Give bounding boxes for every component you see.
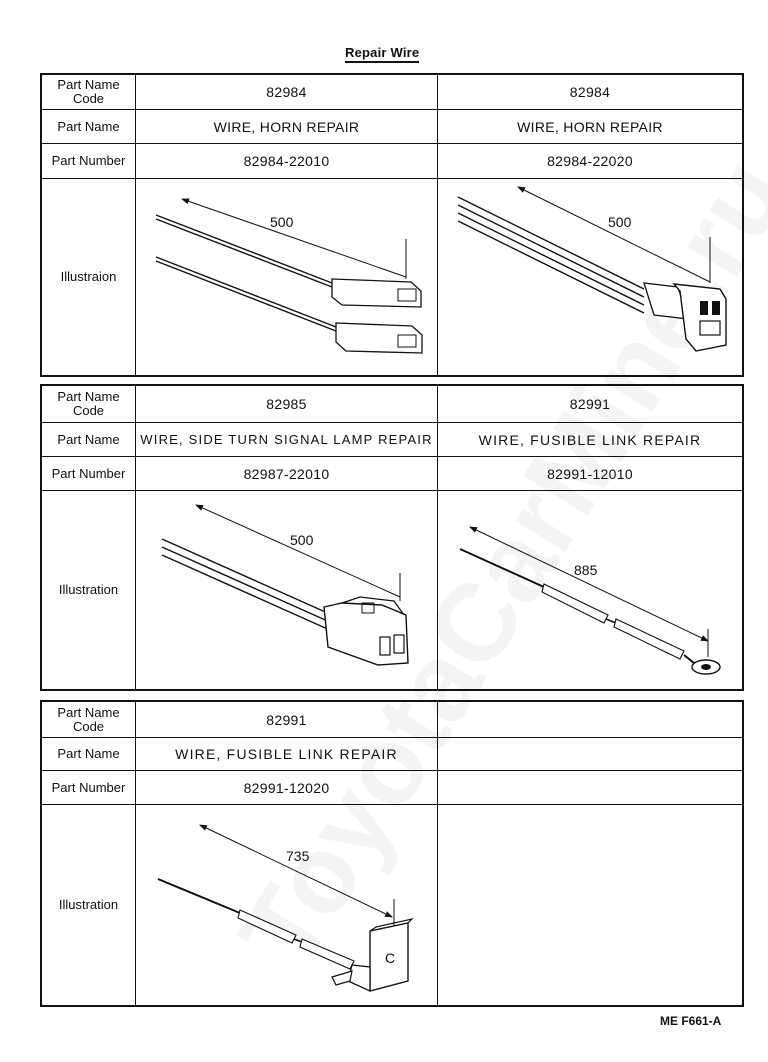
length-label: 500	[290, 532, 314, 548]
length-label: 735	[286, 848, 310, 864]
part-code: 82985	[136, 386, 438, 422]
part-number: 82991-12020	[136, 771, 438, 804]
terminal-mark: C	[385, 950, 395, 966]
empty-cell	[438, 702, 742, 737]
part-name: WIRE, HORN REPAIR	[136, 110, 438, 143]
illustration-label: Illustration	[42, 491, 136, 689]
illustration-row: Illustration 500	[42, 490, 742, 689]
name-row: Part Name WIRE, SIDE TURN SIGNAL LAMP RE…	[42, 422, 742, 456]
code-label: Part Name Code	[42, 75, 136, 109]
code-row: Part Name Code 82991	[42, 702, 742, 737]
length-label: 500	[608, 214, 632, 230]
part-name: WIRE, HORN REPAIR	[517, 118, 663, 135]
empty-cell	[438, 805, 742, 1005]
part-number: 82984-22020	[547, 153, 633, 169]
part-name: WIRE, SIDE TURN SIGNAL LAMP REPAIR	[136, 423, 438, 456]
side-turn-signal-wire-illustration: 500	[136, 491, 438, 689]
length-label: 500	[270, 214, 294, 230]
repair-wire-table-1: Part Name Code 82984 82984 Part Name WIR…	[40, 73, 744, 377]
part-code: 82984	[569, 84, 611, 100]
name-label: Part Name	[42, 110, 136, 143]
illustration-row: Illustraion 500 500	[42, 178, 742, 375]
part-number: 82987-22010	[136, 457, 438, 490]
code-label: Part Name Code	[42, 386, 136, 422]
page-title: Repair Wire	[345, 45, 420, 63]
horn-wire-illustration-2: 500	[438, 179, 742, 375]
part-number: 82991-12010	[547, 465, 633, 482]
part-name: WIRE, FUSIBLE LINK REPAIR	[136, 738, 438, 770]
repair-wire-table-2: Part Name Code 82985 82991 Part Name WIR…	[40, 384, 744, 691]
illustration-label: Illustraion	[42, 179, 136, 375]
code-row: Part Name Code 82984 82984	[42, 75, 742, 109]
part-number: 82984-22010	[136, 144, 438, 178]
name-row: Part Name WIRE, HORN REPAIR WIRE, HORN R…	[42, 109, 742, 143]
part-name: WIRE, FUSIBLE LINK REPAIR	[478, 431, 702, 448]
part-code: 82991	[569, 396, 611, 412]
name-label: Part Name	[42, 423, 136, 456]
name-label: Part Name	[42, 738, 136, 770]
figure-code: ME F661-A	[660, 1014, 722, 1028]
part-code: 82984	[136, 75, 438, 109]
part-code: 82991	[136, 702, 438, 737]
number-label: Part Number	[42, 771, 136, 804]
empty-cell	[438, 771, 742, 804]
number-row: Part Number 82991-12020	[42, 770, 742, 804]
empty-cell	[438, 738, 742, 770]
horn-wire-illustration-1: 500	[136, 179, 438, 375]
illustration-label: Illustration	[42, 805, 136, 1005]
illustration-row: Illustration 735 C	[42, 804, 742, 1005]
name-row: Part Name WIRE, FUSIBLE LINK REPAIR	[42, 737, 742, 770]
number-row: Part Number 82984-22010 82984-22020	[42, 143, 742, 178]
number-label: Part Number	[42, 144, 136, 178]
code-row: Part Name Code 82985 82991	[42, 386, 742, 422]
number-label: Part Number	[42, 457, 136, 490]
code-label: Part Name Code	[42, 702, 136, 737]
fusible-link-wire-illustration-1: 885	[438, 491, 742, 689]
fusible-link-wire-illustration-2: 735 C	[136, 805, 438, 1005]
length-label: 885	[574, 562, 598, 578]
number-row: Part Number 82987-22010 82991-12010	[42, 456, 742, 490]
repair-wire-table-3: Part Name Code 82991 Part Name WIRE, FUS…	[40, 700, 744, 1007]
